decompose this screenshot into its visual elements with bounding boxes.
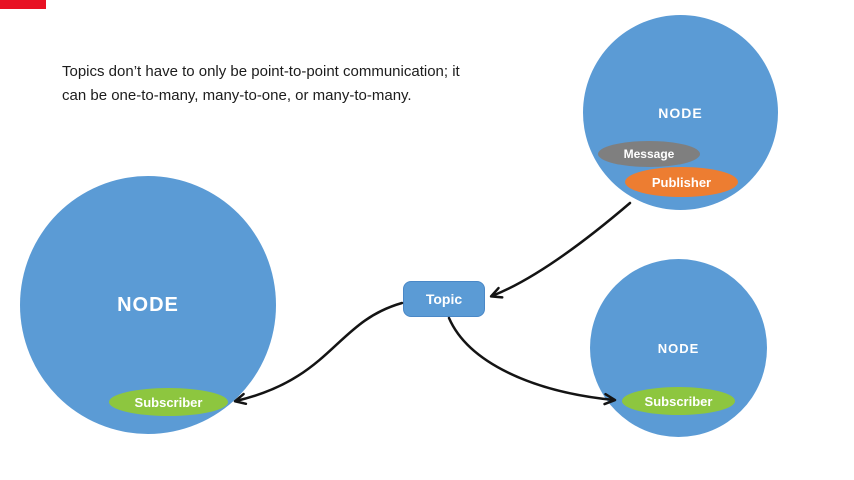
subscriber-pill-right-label: Subscriber: [644, 393, 713, 409]
red-progress-bar: [0, 0, 46, 9]
message-pill-label: Message: [623, 147, 675, 161]
node-label-top-right: NODE: [658, 104, 703, 121]
arrow-topic-to-right-subscriber: [447, 316, 617, 406]
caption: Topics don’t have to only be point-to-po…: [62, 60, 492, 108]
publisher-pill-label: Publisher: [651, 174, 712, 190]
publisher-pill: Publisher: [625, 167, 738, 197]
topic-box: Topic: [403, 281, 485, 317]
caption-line-1: Topics don’t have to only be point-to-po…: [62, 63, 460, 80]
topic-label: Topic: [425, 291, 463, 307]
message-pill: Message: [598, 141, 700, 167]
subscriber-pill-left: Subscriber: [109, 388, 228, 416]
node-label-bottom-right: NODE: [657, 340, 700, 356]
subscriber-pill-right: Subscriber: [622, 387, 735, 415]
node-label-left: NODE: [117, 293, 179, 316]
caption-line-2: can be one-to-many, many-to-one, or many…: [62, 87, 412, 104]
arrow-publisher-to-topic: [489, 201, 632, 299]
subscriber-pill-left-label: Subscriber: [134, 394, 203, 410]
